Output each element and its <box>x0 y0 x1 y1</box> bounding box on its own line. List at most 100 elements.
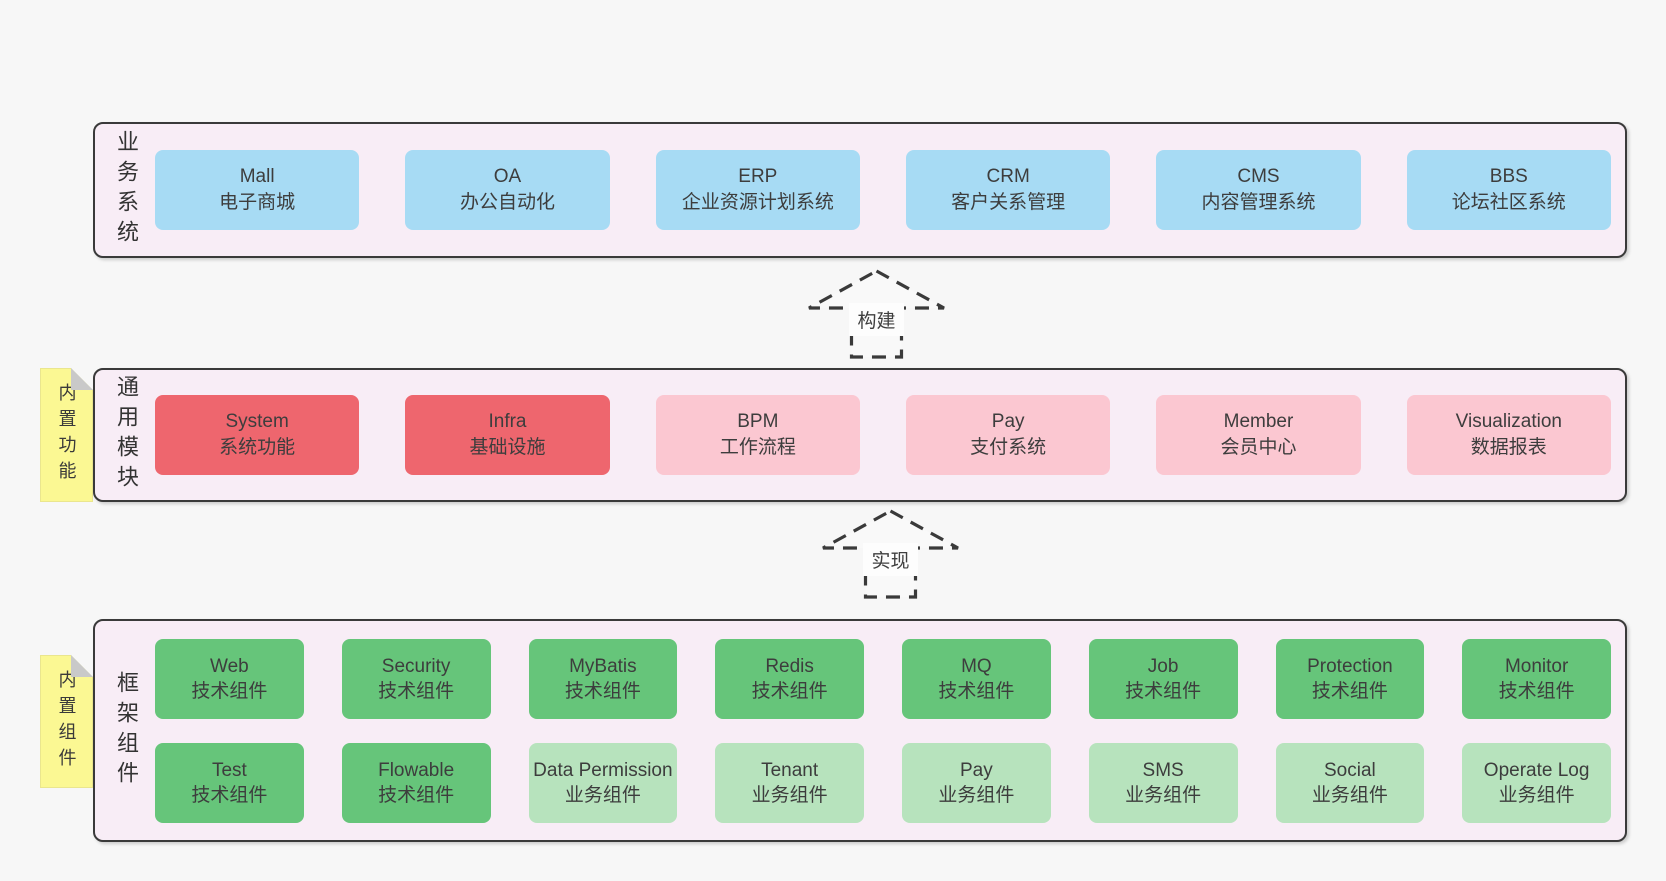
band-title-modules: 通用模块 <box>103 370 149 500</box>
band-title-text: 框架组件 <box>114 670 139 791</box>
box-monitor: Monitor 技术组件 <box>1462 638 1611 719</box>
box-title: Pay <box>991 411 1025 432</box>
box-title: MyBatis <box>569 655 637 677</box>
box-subtitle: 技术组件 <box>938 680 1015 702</box>
box-title: CRM <box>986 166 1030 187</box>
sticky-note-builtin-components: 内置组件 <box>40 655 93 788</box>
box-title: Tenant <box>761 759 819 781</box>
box-subtitle: 业务组件 <box>1311 784 1388 806</box>
arrow-label: 实现 <box>871 550 909 572</box>
box-data-permission: Data Permission 业务组件 <box>528 742 678 823</box>
box-subtitle: 业务组件 <box>751 784 828 806</box>
box-mybatis: MyBatis 技术组件 <box>528 638 678 719</box>
box-title: Data Permission <box>533 759 673 781</box>
box-pay-module: Pay 支付系统 <box>905 395 1111 475</box>
box-system: System 系统功能 <box>155 395 360 475</box>
box-subtitle: 业务组件 <box>938 784 1015 806</box>
box-subtitle: 业务组件 <box>1498 784 1575 806</box>
box-subtitle: 会员中心 <box>1220 437 1297 458</box>
box-subtitle: 论坛社区系统 <box>1451 192 1566 213</box>
sticky-note-text: 内置功能 <box>56 383 77 487</box>
box-oa: OA 办公自动化 <box>405 150 610 230</box>
box-tenant: Tenant 业务组件 <box>715 742 864 823</box>
box-subtitle: 业务组件 <box>564 784 641 806</box>
box-title: Mall <box>239 166 275 187</box>
box-web: Web 技术组件 <box>155 638 304 719</box>
box-subtitle: 技术组件 <box>1311 680 1388 702</box>
box-title: Web <box>210 655 249 677</box>
box-subtitle: 数据报表 <box>1470 437 1547 458</box>
box-subtitle: 系统功能 <box>219 437 296 458</box>
box-subtitle: 技术组件 <box>564 680 641 702</box>
box-operate-log: Operate Log 业务组件 <box>1462 742 1611 823</box>
box-cms: CMS 内容管理系统 <box>1156 150 1361 230</box>
implement-arrow-icon: 实现 <box>822 509 959 599</box>
sticky-note-builtin-features: 内置功能 <box>40 368 93 502</box>
box-subtitle: 技术组件 <box>191 784 268 806</box>
box-crm: CRM 客户关系管理 <box>905 150 1111 230</box>
box-subtitle: 支付系统 <box>970 437 1047 458</box>
box-title: BPM <box>737 411 779 432</box>
box-title: SMS <box>1142 759 1184 781</box>
box-visualization: Visualization 数据报表 <box>1406 395 1611 475</box>
box-title: BBS <box>1489 166 1528 187</box>
box-mq: MQ 技术组件 <box>902 638 1051 719</box>
box-subtitle: 业务组件 <box>1125 784 1202 806</box>
box-bbs: BBS 论坛社区系统 <box>1406 150 1611 230</box>
box-title: Pay <box>960 759 993 781</box>
band-title-text: 通用模块 <box>114 375 139 495</box>
box-title: Security <box>381 655 451 677</box>
components-box-grid: Web 技术组件 Security 技术组件 MyBatis 技术组件 Redi… <box>155 638 1611 823</box>
box-title: OA <box>493 166 522 187</box>
band-title-components: 框架组件 <box>103 621 149 840</box>
box-title: Redis <box>765 655 814 677</box>
box-title: CMS <box>1237 166 1280 187</box>
arrow-label: 构建 <box>857 310 895 332</box>
box-subtitle: 企业资源计划系统 <box>681 192 834 213</box>
band-common-modules: 通用模块 System 系统功能 Infra 基础设施 BPM 工作流程 Pay… <box>93 368 1627 502</box>
box-mall: Mall 电子商城 <box>155 150 360 230</box>
folded-corner-icon <box>71 368 93 390</box>
box-title: Job <box>1147 655 1179 677</box>
box-subtitle: 办公自动化 <box>459 192 555 213</box>
modules-box-row: System 系统功能 Infra 基础设施 BPM 工作流程 Pay 支付系统… <box>155 395 1611 475</box>
box-subtitle: 电子商城 <box>219 192 296 213</box>
box-security: Security 技术组件 <box>341 638 491 719</box>
box-title: System <box>225 411 289 432</box>
build-arrow-icon: 构建 <box>808 269 945 359</box>
box-protection: Protection 技术组件 <box>1275 638 1425 719</box>
box-bpm: BPM 工作流程 <box>655 395 860 475</box>
folded-corner-icon <box>71 655 93 677</box>
band-business-systems: 业务系统 Mall 电子商城 OA 办公自动化 ERP 企业资源计划系统 CRM… <box>93 122 1627 258</box>
box-title: Visualization <box>1455 411 1562 432</box>
business-box-row: Mall 电子商城 OA 办公自动化 ERP 企业资源计划系统 CRM 客户关系… <box>155 150 1611 230</box>
band-framework-components: 框架组件 Web 技术组件 Security 技术组件 MyBatis 技术组件… <box>93 619 1627 842</box>
box-subtitle: 技术组件 <box>191 680 268 702</box>
box-subtitle: 工作流程 <box>719 437 796 458</box>
box-subtitle: 技术组件 <box>1498 680 1575 702</box>
box-subtitle: 技术组件 <box>378 784 455 806</box>
box-job: Job 技术组件 <box>1088 638 1238 719</box>
box-subtitle: 内容管理系统 <box>1201 192 1316 213</box>
box-subtitle: 技术组件 <box>1125 680 1202 702</box>
band-title-business: 业务系统 <box>103 124 149 256</box>
box-title: Monitor <box>1504 655 1569 677</box>
box-subtitle: 技术组件 <box>751 680 828 702</box>
box-subtitle: 技术组件 <box>378 680 455 702</box>
box-test: Test 技术组件 <box>155 742 304 823</box>
box-title: Member <box>1223 411 1294 432</box>
box-title: Social <box>1324 759 1376 781</box>
box-subtitle: 客户关系管理 <box>951 192 1066 213</box>
sticky-note-text: 内置组件 <box>56 669 77 774</box>
box-title: Flowable <box>378 759 455 781</box>
box-pay-component: Pay 业务组件 <box>902 742 1051 823</box>
box-title: MQ <box>961 655 992 677</box>
box-sms: SMS 业务组件 <box>1088 742 1238 823</box>
box-title: Operate Log <box>1483 759 1590 781</box>
box-flowable: Flowable 技术组件 <box>341 742 491 823</box>
box-title: Protection <box>1307 655 1393 677</box>
box-title: Infra <box>488 411 527 432</box>
box-member: Member 会员中心 <box>1156 395 1361 475</box>
box-title: Test <box>211 759 247 781</box>
